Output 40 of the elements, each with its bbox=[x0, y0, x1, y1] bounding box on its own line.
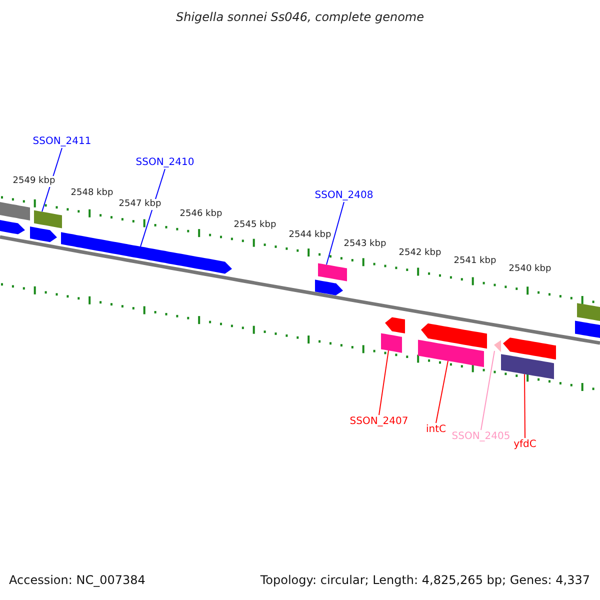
gene-feature bbox=[318, 263, 347, 282]
gene-feature bbox=[577, 303, 600, 321]
scale-label: 2548 kbp bbox=[70, 188, 114, 199]
gene-label: yfdC bbox=[514, 438, 536, 451]
leader-line bbox=[436, 360, 448, 424]
scale-label: 2540 kbp bbox=[508, 264, 552, 275]
gene-label: SSON_2411 bbox=[32, 135, 92, 148]
accession-text: Accession: NC_007384 bbox=[9, 574, 146, 587]
gene-feature bbox=[501, 354, 554, 380]
scale-label: 2543 kbp bbox=[344, 239, 386, 250]
scale-label: 2546 kbp bbox=[180, 209, 222, 220]
gene-feature bbox=[503, 338, 556, 360]
leader-line bbox=[378, 350, 389, 416]
gene-feature bbox=[421, 323, 487, 349]
scale-label: 2544 kbp bbox=[288, 230, 332, 241]
gene-feature bbox=[381, 333, 402, 353]
gene-feature bbox=[385, 317, 405, 334]
scale-label: 2541 kbp bbox=[454, 256, 496, 267]
title: Shigella sonnei Ss046, complete genome bbox=[174, 11, 425, 24]
gene-feature bbox=[494, 340, 501, 352]
scale-label: 2545 kbp bbox=[234, 220, 276, 231]
genome-summary-text: Topology: circular; Length: 4,825,265 bp; Genes: 4,337 bbox=[260, 574, 590, 587]
gene-label: SSON_2410 bbox=[136, 156, 194, 169]
gene-feature bbox=[61, 232, 232, 274]
gene-feature bbox=[0, 202, 30, 220]
gene-feature bbox=[0, 220, 25, 234]
gene-feature bbox=[575, 320, 600, 338]
gene-feature bbox=[30, 226, 57, 242]
gene-label: intC bbox=[426, 423, 446, 436]
gene-label: SSON_2408 bbox=[314, 189, 374, 202]
scale-label: 2542 kbp bbox=[398, 248, 442, 259]
scale-label: 2547 kbp bbox=[118, 199, 162, 210]
leader-line bbox=[524, 374, 526, 438]
gene-label: SSON_2405 bbox=[452, 430, 510, 443]
scale-label: 2549 kbp bbox=[12, 176, 56, 187]
gene-feature bbox=[418, 340, 484, 368]
gene-label: SSON_2407 bbox=[350, 415, 408, 428]
leader-line bbox=[480, 350, 495, 430]
gene-feature bbox=[315, 280, 343, 296]
gene-feature bbox=[34, 210, 62, 228]
